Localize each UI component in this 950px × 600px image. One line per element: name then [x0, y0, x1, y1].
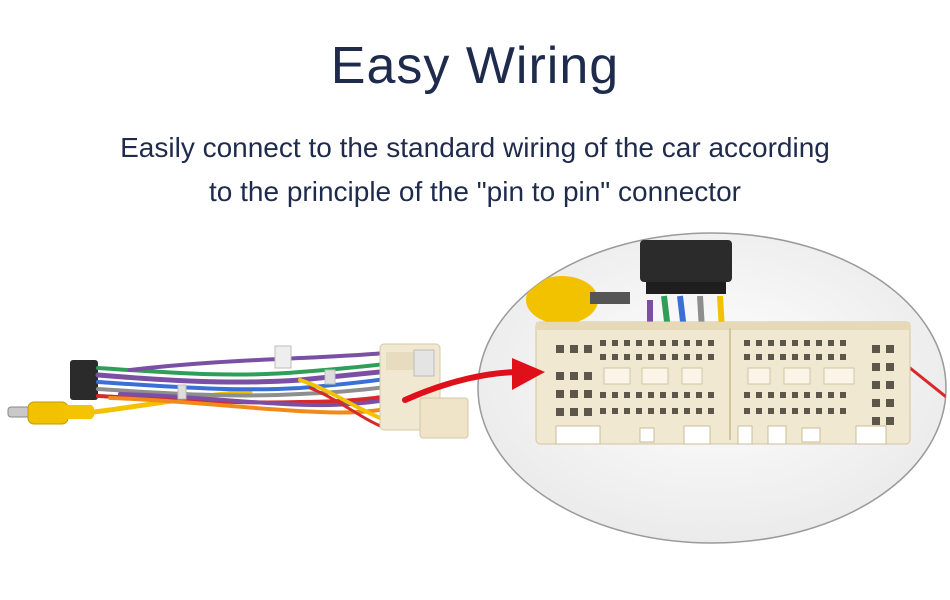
zoomed-connector [535, 321, 911, 445]
wiring-harness [7, 343, 469, 439]
wire-tag [274, 345, 292, 369]
subtitle-line-2: to the principle of the "pin to pin" con… [209, 176, 741, 207]
zoom-view [477, 232, 947, 544]
pointer-arrow-icon [402, 358, 545, 403]
page-title: Easy Wiring [330, 37, 620, 95]
subtitle-line-1: Easily connect to the standard wiring of… [120, 132, 830, 163]
wire-bundle [91, 350, 412, 430]
wire-tag [324, 369, 336, 385]
black-connector-left [70, 360, 98, 400]
page-subtitle: Easily connect to the standard wiring of… [0, 126, 950, 214]
rca-plug [7, 401, 94, 425]
wire-tag [177, 384, 187, 400]
